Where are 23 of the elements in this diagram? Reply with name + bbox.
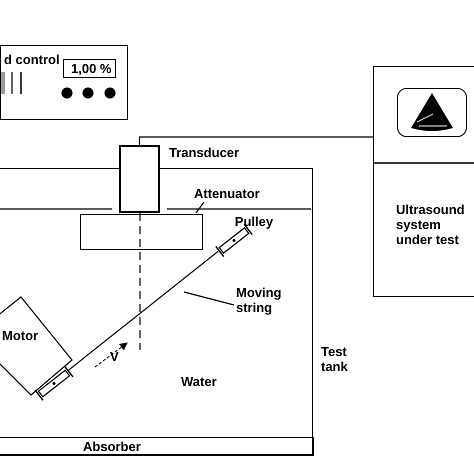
leader-line <box>196 202 204 214</box>
node-label: Ultrasound system under test <box>396 202 466 247</box>
node-caption: Transducer <box>169 145 240 160</box>
display-readout <box>63 59 116 78</box>
velocity-label: V <box>110 349 119 364</box>
motor <box>0 296 73 396</box>
control-panel <box>0 45 128 120</box>
cable-line <box>138 136 373 145</box>
node-label: Absorber <box>83 439 141 454</box>
node-label: Motor <box>2 328 38 343</box>
node-caption: Test tank <box>321 344 349 374</box>
system-panel <box>373 66 474 297</box>
node-label: Water <box>181 374 217 389</box>
absorber-layer <box>0 437 314 456</box>
attenuator-block <box>80 214 203 250</box>
string-line <box>68 250 218 371</box>
node-caption: Pulley <box>234 214 274 229</box>
leader-line <box>184 291 234 306</box>
node-label: 1,00 % <box>71 61 112 76</box>
pulley <box>34 366 74 401</box>
node-label: Moving string <box>236 285 282 315</box>
node-label: d control <box>4 52 60 67</box>
node-label: Attenuator <box>194 186 260 201</box>
